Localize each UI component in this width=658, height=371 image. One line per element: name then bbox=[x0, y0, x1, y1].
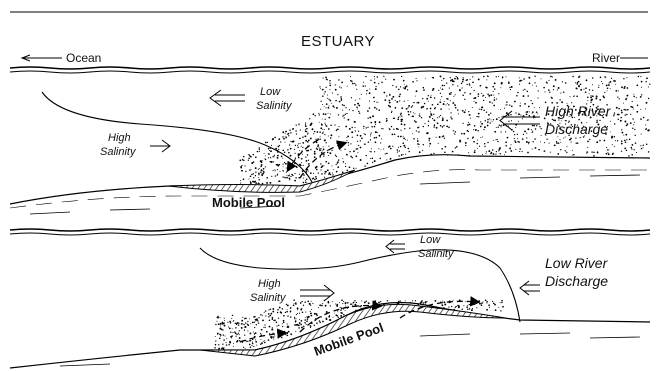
bottom-panel: Low Salinity High Salinity Low River Dis… bbox=[10, 229, 650, 368]
discharge-label-1: High River bbox=[545, 103, 612, 119]
discharge-label-2: Discharge bbox=[545, 121, 608, 137]
water-surface-bottom bbox=[10, 229, 650, 231]
discharge-label-bottom-1: Low River bbox=[545, 255, 609, 271]
diagram-title: ESTUARY bbox=[301, 33, 375, 50]
low-salinity-label-bottom-1: Low bbox=[420, 234, 441, 246]
river-label: River bbox=[592, 51, 620, 65]
ocean-label: Ocean bbox=[66, 51, 101, 65]
high-salinity-label-2: Salinity bbox=[100, 146, 137, 158]
low-river-discharge: Low River Discharge bbox=[520, 255, 609, 295]
high-salinity-flow-top: High Salinity bbox=[100, 132, 170, 158]
high-salinity-label-bottom-2: Salinity bbox=[250, 292, 287, 304]
low-salinity-flow-top: Low Salinity bbox=[210, 86, 293, 112]
high-salinity-flow-bottom: High Salinity bbox=[250, 278, 334, 304]
discharge-label-bottom-2: Discharge bbox=[545, 273, 608, 289]
ocean-direction: Ocean bbox=[22, 51, 101, 65]
channel-bed-bottom bbox=[10, 303, 650, 369]
circulation-arrow-3 bbox=[240, 333, 285, 342]
water-surface bbox=[10, 67, 650, 69]
mobile-pool-label-bottom: Mobile Pool bbox=[312, 320, 386, 359]
high-salinity-label-bottom-1: High bbox=[258, 278, 281, 290]
mobile-pool-lens bbox=[168, 170, 355, 192]
river-direction: River bbox=[592, 51, 648, 65]
low-salinity-flow-bottom: Low Salinity bbox=[386, 234, 455, 260]
mobile-pool-label-top: Mobile Pool bbox=[212, 195, 285, 210]
top-panel: Low Salinity High Salinity High River Di… bbox=[10, 67, 650, 214]
low-salinity-label-bottom-2: Salinity bbox=[418, 248, 455, 260]
low-salinity-label-2: Salinity bbox=[256, 100, 293, 112]
low-salinity-label-1: Low bbox=[260, 86, 281, 98]
high-salinity-label-1: High bbox=[108, 132, 131, 144]
